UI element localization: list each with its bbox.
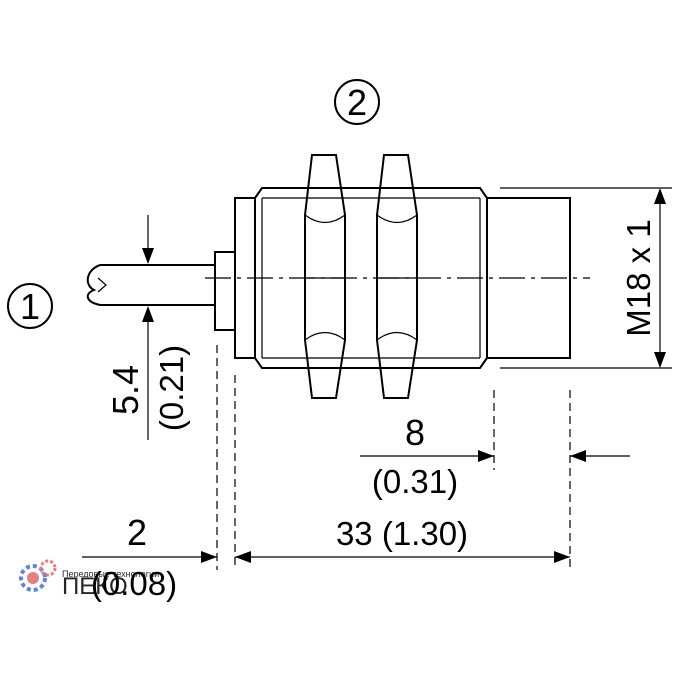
nut-rear bbox=[304, 154, 346, 399]
cable-dia-mm: 5.4 bbox=[105, 365, 146, 415]
length-dimension: 33 (1.30) bbox=[235, 515, 570, 563]
gap-dimension: 2 (0.08) bbox=[82, 512, 217, 602]
gap-mm: 2 bbox=[127, 512, 147, 553]
front-in: (0.31) bbox=[372, 463, 458, 500]
cable-gland bbox=[214, 251, 236, 331]
watermark-logo-text: ПЕКО bbox=[62, 573, 128, 600]
front-dimension: 8 (0.31) bbox=[360, 412, 630, 500]
callout-2-circle bbox=[334, 79, 380, 125]
front-mm: 8 bbox=[405, 412, 425, 453]
callout-2-label: 2 bbox=[347, 82, 367, 123]
cable bbox=[86, 264, 215, 306]
watermark-small-text: Передовые технологии bbox=[62, 569, 159, 579]
length-label: 33 (1.30) bbox=[336, 515, 468, 552]
cable-diameter-dimension: 5.4 (0.21) bbox=[105, 215, 190, 440]
watermark-logo: Передовые технологии ПЕКО bbox=[19, 559, 159, 600]
cable-dia-in: (0.21) bbox=[153, 345, 190, 431]
callout-1-label: 1 bbox=[20, 286, 40, 327]
callout-1-circle bbox=[7, 283, 53, 329]
callout-2: 2 bbox=[334, 79, 380, 125]
thread-label: M18 x 1 bbox=[620, 219, 657, 336]
gap-in: (0.08) bbox=[91, 565, 177, 602]
nut-front bbox=[376, 154, 418, 399]
gear-icon bbox=[19, 559, 57, 592]
thread-dimension: M18 x 1 bbox=[500, 187, 672, 369]
callout-1: 1 bbox=[7, 283, 53, 329]
